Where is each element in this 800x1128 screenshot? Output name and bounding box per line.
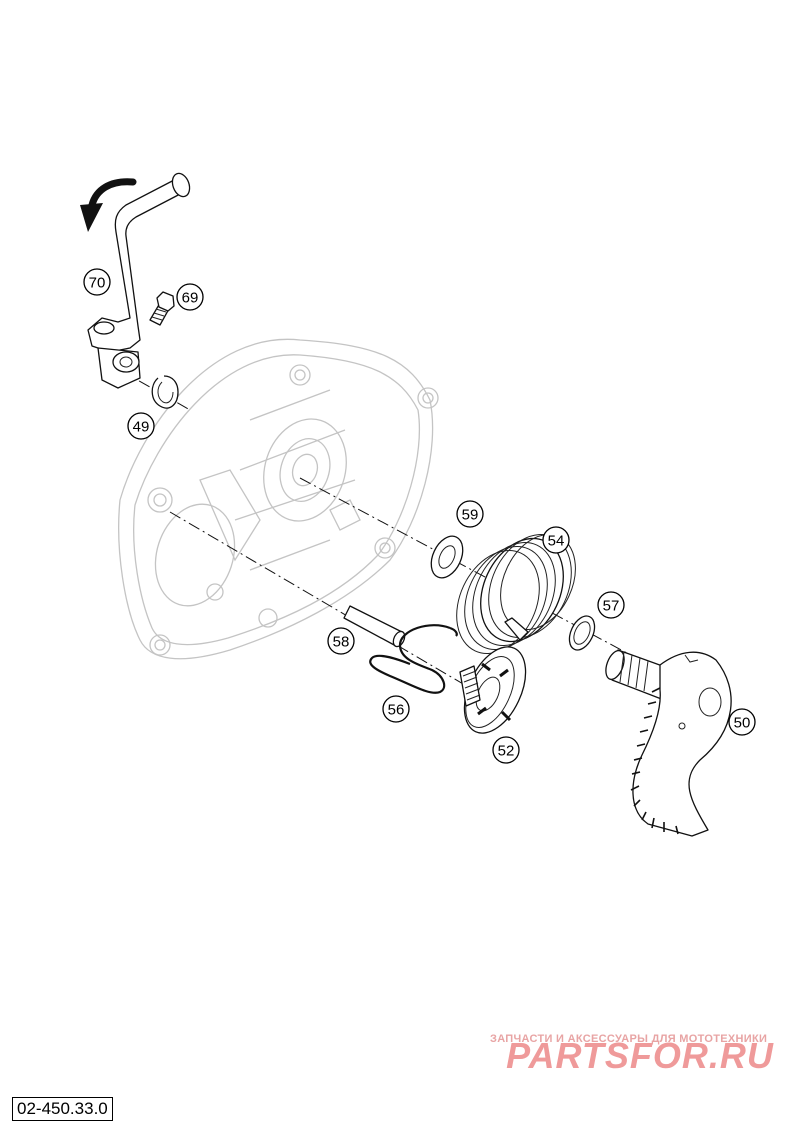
svg-text:56: 56 <box>388 702 405 719</box>
callout-57: 57 <box>597 591 625 619</box>
svg-text:49: 49 <box>133 419 150 436</box>
callout-54: 54 <box>542 526 570 554</box>
part-58-pin <box>343 605 406 648</box>
axis-line-lower <box>169 511 471 689</box>
callout-58: 58 <box>327 627 355 655</box>
callout-52: 52 <box>492 736 520 764</box>
svg-text:57: 57 <box>603 598 620 615</box>
watermark-tagline: ЗАПЧАСТИ И АКСЕССУАРЫ ДЛЯ МОТОТЕХНИКИ <box>490 1033 768 1045</box>
engine-cover-housing <box>118 338 439 660</box>
svg-text:59: 59 <box>462 507 479 524</box>
part-50-kickstart-shaft <box>605 649 732 837</box>
part-70-kickstart-lever <box>87 172 191 389</box>
part-52-ratchet-gear <box>459 646 527 734</box>
callout-56: 56 <box>382 695 410 723</box>
rotation-arrow-icon <box>80 178 137 232</box>
callout-70: 70 <box>83 268 111 296</box>
svg-text:50: 50 <box>734 715 751 732</box>
part-57-ring <box>568 615 596 651</box>
watermark-logo: PARTSFOR.RU <box>506 1035 774 1076</box>
drawing-code-label: 02-450.33.0 <box>12 1097 113 1121</box>
part-54-spring <box>456 533 576 655</box>
svg-text:54: 54 <box>548 533 565 550</box>
part-59-washer <box>430 535 464 579</box>
svg-text:52: 52 <box>498 743 515 760</box>
axis-line-lever <box>119 369 191 411</box>
part-56-wire-spring <box>369 624 458 694</box>
callout-49: 49 <box>127 412 155 440</box>
callout-59: 59 <box>456 500 484 528</box>
svg-text:70: 70 <box>89 275 106 292</box>
callout-50: 50 <box>728 708 756 736</box>
svg-text:58: 58 <box>333 634 350 651</box>
part-69-bolt <box>149 291 175 326</box>
svg-text:69: 69 <box>182 290 199 307</box>
callout-69: 69 <box>176 283 204 311</box>
axis-line-upper <box>299 477 641 661</box>
part-49-circlip <box>151 375 179 409</box>
